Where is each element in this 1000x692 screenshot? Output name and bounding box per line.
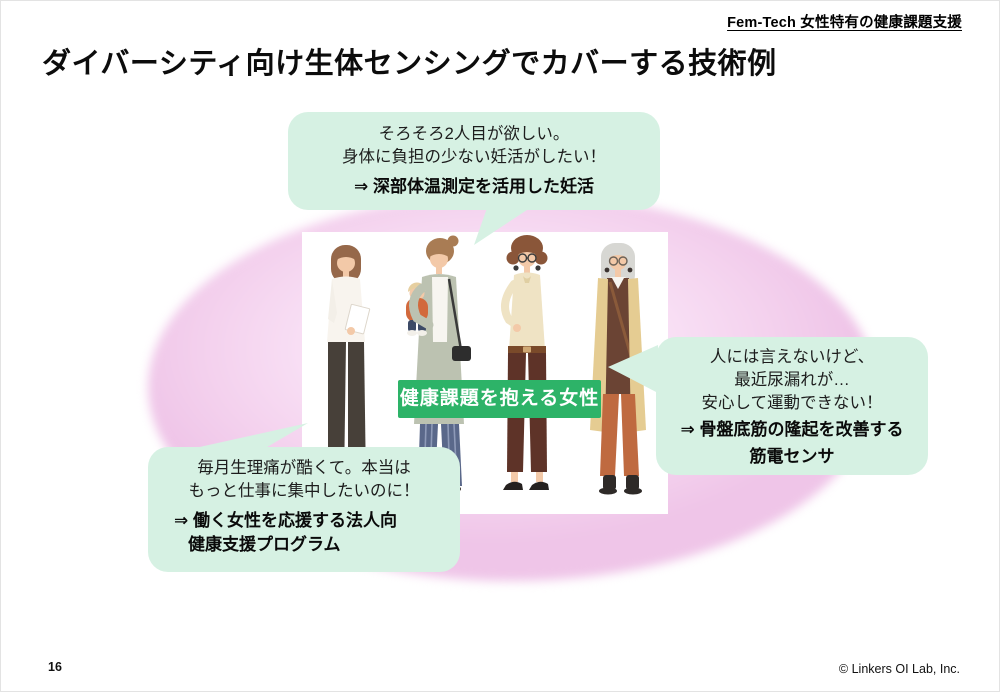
bubble-solution: ⇒ 深部体温測定を活用した妊活 [354,177,594,196]
speech-bubble-menstrual: 毎月生理痛が酷くて。本当は もっと仕事に集中したいのに！ ⇒ 働く女性を応援する… [148,447,460,572]
copyright: © Linkers OI Lab, Inc. [838,662,960,676]
bubble-text: もっと仕事に集中したいのに！ [188,482,420,500]
bubble-solution: 健康支援プログラム [188,535,341,554]
speech-bubble-fertility: そろそろ2人目が欲しい。 身体に負担の少ない妊活がしたい！ ⇒ 深部体温測定を活… [288,112,660,210]
bubble-solution: ⇒ 働く女性を応援する法人向 [174,511,397,530]
bubble-text: 身体に負担の少ない妊活がしたい！ [342,148,606,166]
bubble-solution: ⇒ 骨盤底筋の隆起を改善する [680,420,904,439]
woman-with-glasses-icon [501,235,549,490]
header-tag: Fem-Tech 女性特有の健康課題支援 [727,15,962,31]
senior-woman-icon [590,243,646,495]
center-label: 健康課題を抱える女性 [398,380,601,418]
speech-bubble-incontinence: 人には言えないけど、 最近尿漏れが… 安心して運動できない！ ⇒ 骨盤底筋の隆起… [656,337,928,475]
page-number: 16 [48,660,62,674]
bubble-text: 最近尿漏れが… [734,371,850,389]
bubble-text: 安心して運動できない！ [701,394,883,412]
bubble-text: 毎月生理痛が酷くて。本当は [197,459,411,477]
bubble-solution: 筋電センサ [749,447,835,466]
page-title: ダイバーシティ向け生体センシングでカバーする技術例 [42,48,777,80]
bubble-text: そろそろ2人目が欲しい。 [378,125,570,143]
bubble-text: 人には言えないけど、 [709,348,875,366]
